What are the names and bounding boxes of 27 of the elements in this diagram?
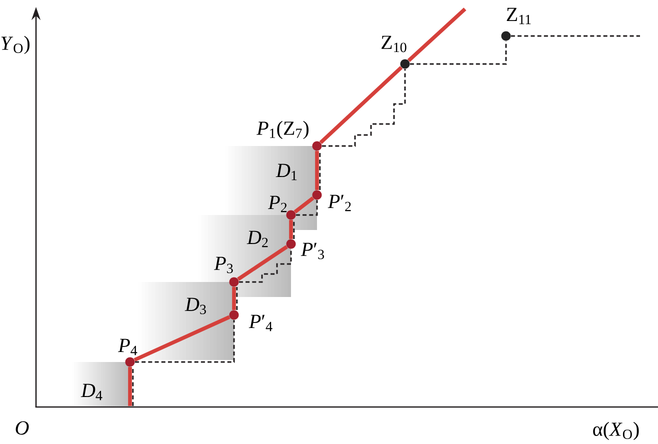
point-label: P$_{1}$(Z$_{7}$) (256, 120, 308, 140)
thick-line (128, 366, 132, 406)
dashed-line (510, 35, 640, 37)
point-label: Z$_{10}$ (382, 36, 406, 52)
point-label: P′$_{4}$ (248, 314, 272, 332)
thick-line (294, 196, 314, 214)
axis-label: Y$_{O}$) (1, 36, 30, 54)
thick-line (232, 286, 236, 310)
thick-line (407, 8, 466, 62)
thick-line (315, 150, 319, 190)
dashed-line (132, 366, 134, 406)
shaded-region: D$_{3}$ (138, 282, 234, 360)
dashed-line (293, 220, 295, 240)
axis-label: α(X$_{O}$) (593, 422, 639, 440)
point-label: Z$_{11}$ (506, 8, 531, 24)
point-label: P′$_{2}$ (328, 194, 351, 212)
shaded-region: D$_{4}$ (72, 362, 130, 406)
point-label: P$_{4}$ (118, 338, 138, 356)
point-label: P′$_{3}$ (300, 242, 324, 260)
point-label: P$_{3}$ (214, 256, 233, 274)
dashed-line (296, 200, 318, 216)
axis-label: O (16, 421, 29, 435)
dashed-line (319, 150, 321, 190)
point-label: P$_{2}$ (268, 196, 287, 212)
dashed-line (410, 40, 507, 65)
thick-line (289, 220, 293, 240)
dashed-line (236, 286, 238, 310)
